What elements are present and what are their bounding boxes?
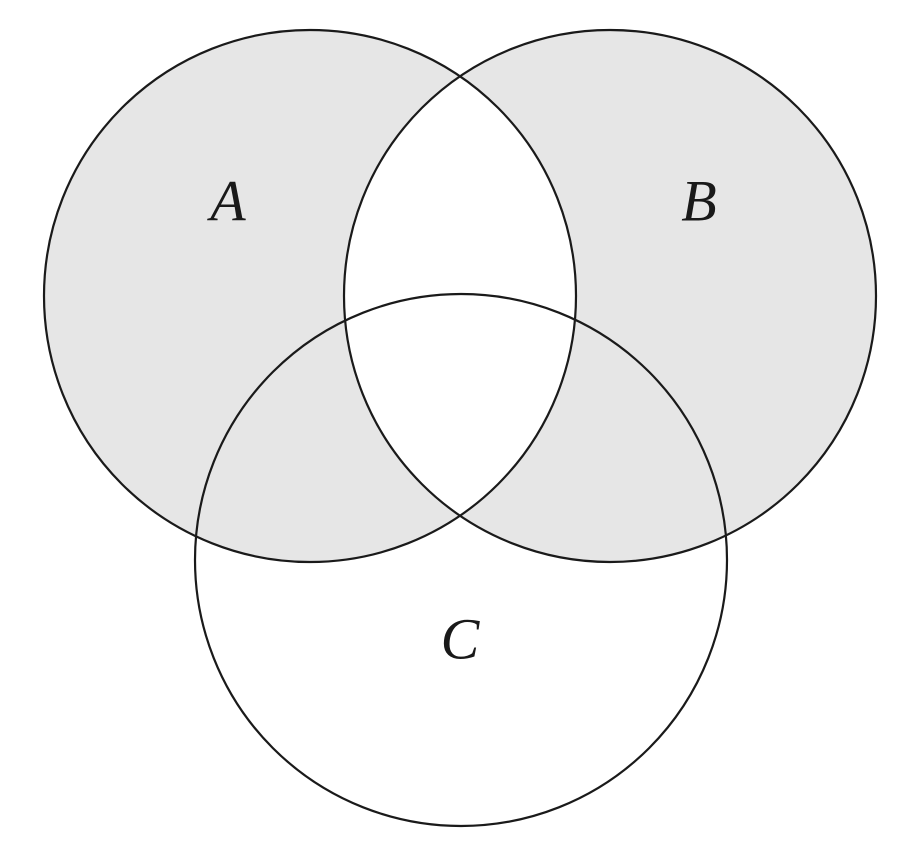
set-circle-b	[342, 28, 878, 564]
set-circle-a	[42, 28, 578, 564]
set-label-a: A	[206, 168, 246, 233]
set-label-b: B	[681, 168, 716, 233]
set-label-c: C	[441, 606, 481, 671]
set-circle-c	[193, 292, 729, 828]
